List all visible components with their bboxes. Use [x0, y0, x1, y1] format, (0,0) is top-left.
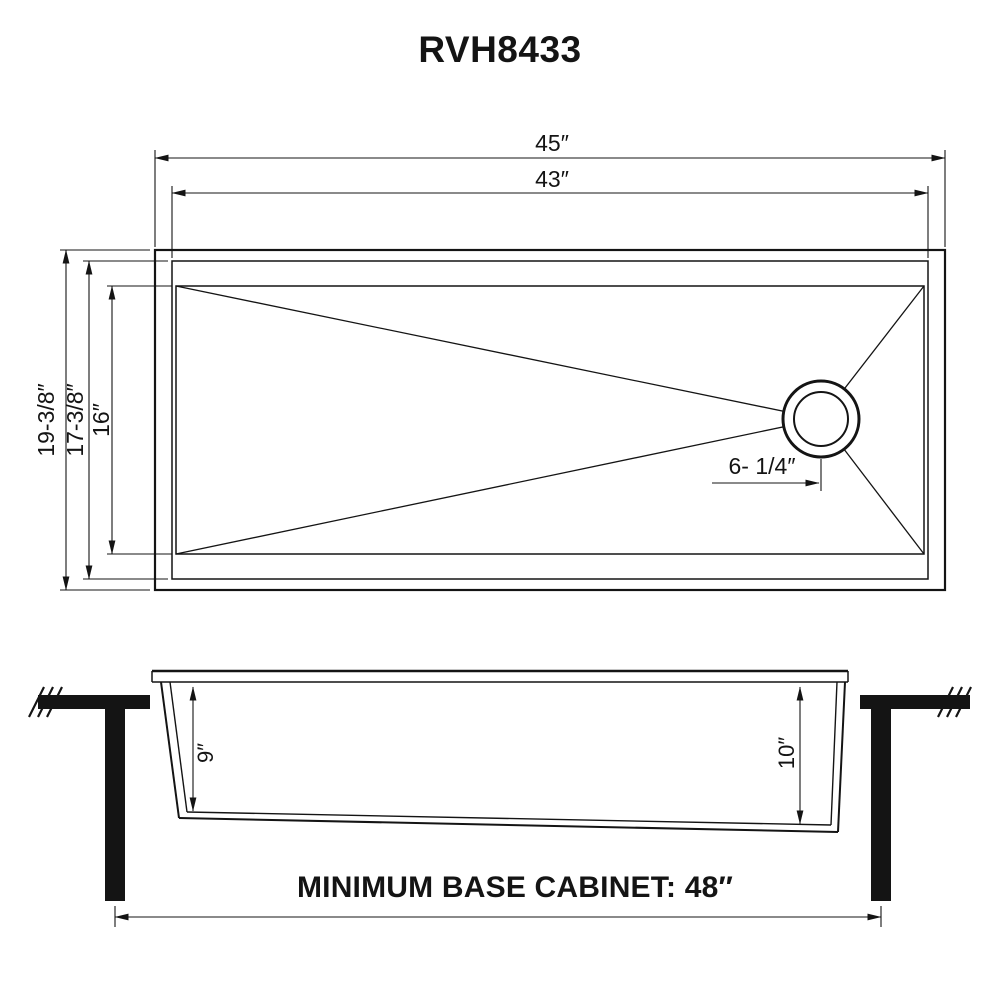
- side-view: [28, 669, 972, 901]
- cabinet-side-left: [105, 709, 125, 901]
- bowl-slope-line-top-left: [175, 285, 822, 420]
- dim-label-mid-depth: 17-3/8″: [62, 383, 88, 456]
- countertop-right-hatch: [937, 686, 972, 718]
- drawing-title: RVH8433: [418, 29, 581, 70]
- dim-label-drain-offset: 6- 1/4″: [729, 453, 796, 479]
- sink-wall-left-outer: [160, 681, 180, 819]
- sink-bottom-inner: [186, 811, 832, 826]
- sink-wall-right-inner: [830, 681, 838, 826]
- cabinet-side-right: [871, 709, 891, 901]
- countertop-left: [38, 695, 150, 709]
- countertop-right: [860, 695, 970, 709]
- dim-label-bowl-depth: 16″: [88, 403, 114, 437]
- drain-inner-ring: [793, 391, 849, 447]
- dim-label-right-depth: 10″: [774, 737, 799, 769]
- top-view: [153, 248, 947, 592]
- bowl-outline: [175, 285, 925, 555]
- sink-wall-left-inner: [169, 681, 188, 813]
- countertop-left-hatch: [28, 686, 63, 718]
- side-view-dimensions: 9″ 10″ MINIMUM BASE CABINET: 48″: [114, 686, 882, 927]
- sink-inner-rim: [171, 260, 929, 580]
- dim-label-left-depth: 9″: [193, 743, 218, 763]
- sink-bottom-outer: [178, 817, 839, 833]
- dim-label-outer-width: 45″: [535, 130, 569, 156]
- sink-outer-rim: [153, 248, 947, 592]
- bowl-slope-line-bottom-left: [175, 418, 822, 555]
- sink-wall-right-outer: [837, 681, 846, 833]
- min-base-cabinet-label: MINIMUM BASE CABINET: 48″: [297, 871, 733, 904]
- dim-label-outer-depth: 19-3/8″: [33, 383, 59, 456]
- top-view-dimensions: 45″ 43″ 19-3/8″ 17-3/8″ 16″ 6- 1/4″: [33, 130, 946, 591]
- dim-label-inner-width: 43″: [535, 166, 569, 192]
